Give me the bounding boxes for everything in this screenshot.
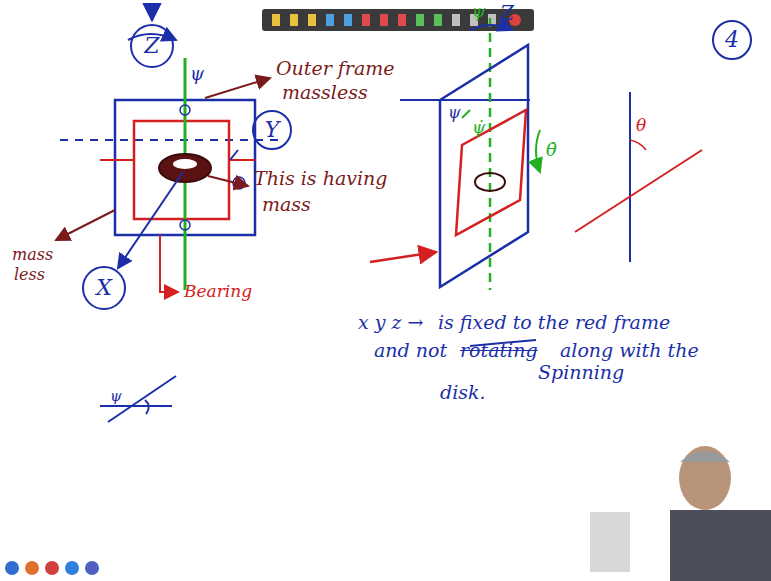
circled-letter: Z (130, 24, 174, 68)
handwritten-note: rotating (460, 340, 538, 361)
axis-letter: X (96, 277, 112, 299)
handwritten-note: ψ (472, 2, 485, 21)
handwritten-note: and not (374, 340, 447, 361)
axis-letter: Z (144, 35, 159, 57)
handwritten-note: disk. (440, 382, 486, 403)
handwritten-note: ψ̇ (472, 118, 485, 137)
handwritten-note: Bearing (184, 282, 252, 301)
circled-letter: 4 (712, 20, 752, 60)
handwritten-note: ψ (190, 64, 204, 84)
handwritten-note: less (14, 266, 45, 284)
handwritten-note: along with the (560, 340, 699, 361)
axis-letter: Y (265, 119, 280, 141)
handwritten-note: mass (262, 194, 311, 215)
handwritten-note: Z (500, 2, 514, 24)
handwritten-note: ψ (110, 388, 122, 405)
handwritten-note: x y z → (358, 312, 424, 333)
handwritten-note: ψ (448, 104, 461, 122)
handwritten-note: mass (12, 246, 53, 264)
handwritten-note: θ̇ (546, 140, 557, 160)
handwritten-note: θ (636, 116, 646, 135)
circled-letter: Y (252, 110, 292, 150)
handwritten-note: This is having (254, 168, 387, 189)
handwritten-note: is fixed to the red frame (438, 312, 670, 333)
handwritten-note: Outer frame (276, 58, 395, 79)
circled-letter: X (82, 266, 126, 310)
handwritten-note: Spinning (538, 362, 624, 383)
handwritten-note: massless (282, 82, 368, 103)
axis-letter: 4 (725, 29, 739, 51)
